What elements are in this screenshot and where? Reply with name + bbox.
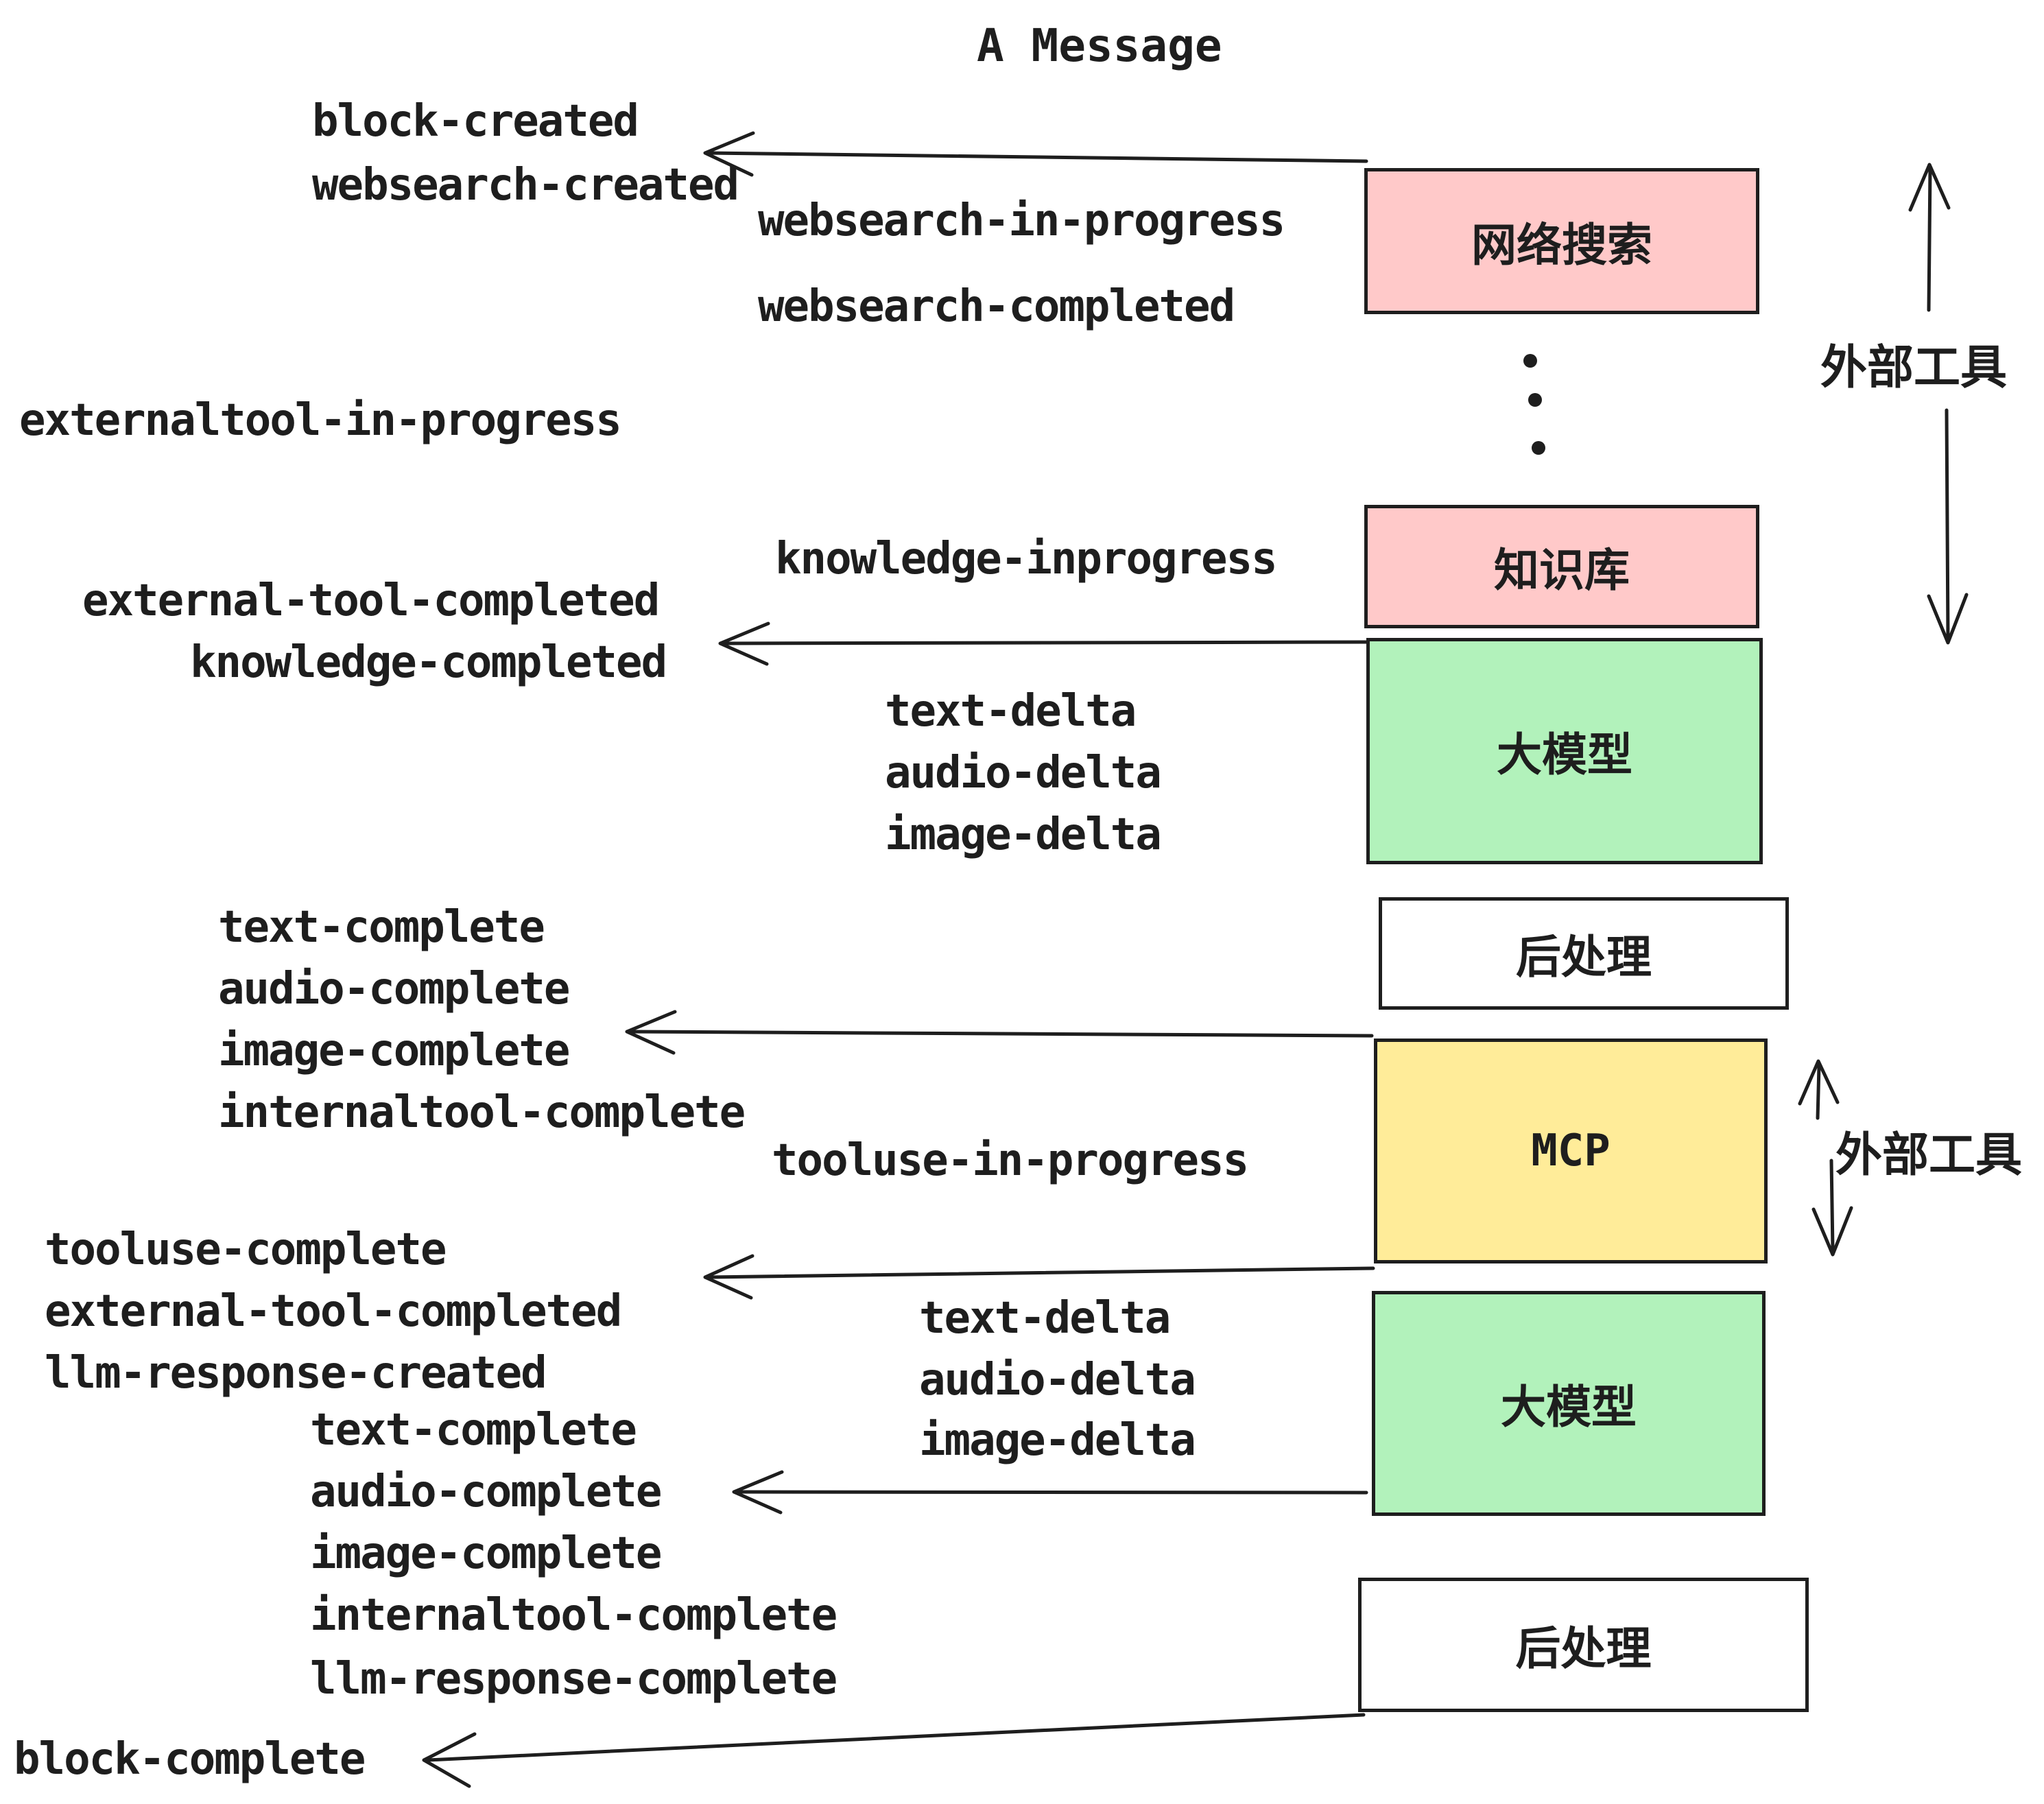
box-knowledge: 知识库 — [1364, 505, 1759, 628]
box-llm-1: 大模型 — [1366, 638, 1763, 864]
event-label-external-tool-completed: external-tool-completed — [82, 575, 660, 626]
vertical-ellipsis-dots — [1523, 354, 1545, 455]
event-label-llm-response-created: llm-response-created — [45, 1348, 547, 1399]
event-label-tooluse-complete: tooluse-complete — [45, 1224, 447, 1275]
arrow-image-complete — [625, 1010, 1374, 1055]
arrow-knowledge-completed — [718, 621, 1368, 666]
box-websearch: 网络搜索 — [1364, 168, 1759, 314]
event-label-external-tool-completed-2: external-tool-completed — [45, 1286, 622, 1337]
event-label-knowledge-inprogress: knowledge-inprogress — [775, 534, 1278, 584]
event-label-image-delta-2: image-delta — [919, 1415, 1196, 1466]
event-label-image-complete: image-complete — [218, 1025, 570, 1076]
event-label-knowledge-completed: knowledge-completed — [190, 637, 667, 688]
arrow-block-complete — [422, 1713, 1366, 1788]
event-label-text-delta-2: text-delta — [919, 1293, 1171, 1344]
box-llm-1-label: 大模型 — [1497, 728, 1632, 781]
event-label-websearch-completed: websearch-completed — [758, 281, 1235, 332]
event-label-image-delta: image-delta — [885, 809, 1162, 860]
arrow-audio-complete — [732, 1470, 1368, 1515]
box-websearch-label: 网络搜索 — [1471, 218, 1652, 272]
box-postprocess-2-label: 后处理 — [1515, 1622, 1652, 1675]
box-postprocess-1: 后处理 — [1379, 897, 1789, 1010]
event-label-text-complete: text-complete — [218, 902, 545, 953]
event-label-internaltool-complete-2: internaltool-complete — [310, 1590, 837, 1641]
box-knowledge-label: 知识库 — [1494, 544, 1630, 597]
event-label-audio-delta: audio-delta — [885, 748, 1162, 798]
event-label-block-complete: block-complete — [14, 1734, 366, 1785]
event-label-tooluse-in-progress: tooluse-in-progress — [772, 1135, 1249, 1186]
event-label-audio-complete-2: audio-complete — [310, 1467, 662, 1517]
arrow-tooluse-complete — [703, 1254, 1375, 1300]
section-label-external-tools-1: 外部工具 — [1820, 341, 2008, 395]
arrow-down-external-tools-1 — [1927, 408, 1969, 645]
box-mcp: MCP — [1374, 1039, 1768, 1263]
event-label-text-complete-2: text-complete — [310, 1405, 637, 1456]
event-label-block-created: block-created — [312, 96, 639, 147]
arrow-up-external-tools-1 — [1908, 163, 1951, 312]
box-postprocess-2: 后处理 — [1358, 1578, 1809, 1712]
event-label-websearch-in-progress: websearch-in-progress — [758, 195, 1285, 246]
event-label-internaltool-complete: internaltool-complete — [218, 1087, 746, 1138]
event-label-externaltool-in-progress: externaltool-in-progress — [19, 395, 622, 446]
event-label-audio-delta-2: audio-delta — [919, 1355, 1196, 1405]
box-llm-2: 大模型 — [1372, 1291, 1766, 1516]
event-label-websearch-created: websearch-created — [312, 160, 739, 211]
section-label-external-tools-2: 外部工具 — [1835, 1128, 2023, 1183]
arrow-up-external-tools-2 — [1798, 1059, 1840, 1120]
event-label-image-complete-2: image-complete — [310, 1528, 662, 1579]
arrow-down-external-tools-2 — [1811, 1159, 1853, 1257]
event-label-text-delta: text-delta — [885, 686, 1137, 737]
arrow-block-created — [703, 131, 1368, 177]
box-postprocess-1-label: 后处理 — [1516, 931, 1652, 984]
diagram-title: A Message — [977, 19, 1222, 72]
event-label-audio-complete: audio-complete — [218, 964, 570, 1014]
box-mcp-label: MCP — [1531, 1126, 1611, 1176]
box-llm-2-label: 大模型 — [1501, 1381, 1637, 1434]
event-label-llm-response-complete: llm-response-complete — [310, 1654, 837, 1705]
